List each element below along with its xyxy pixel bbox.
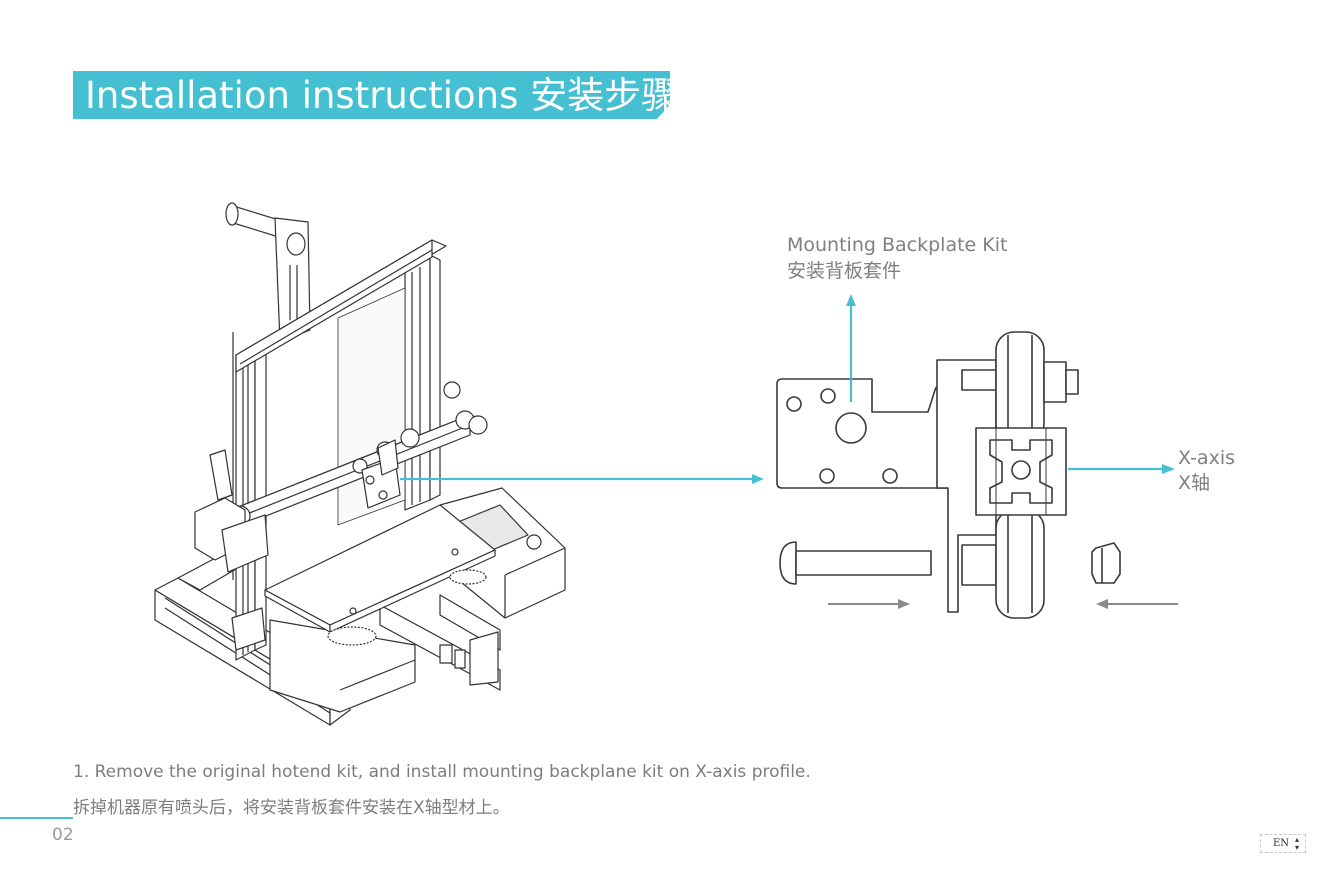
x-axis-arrow [1068,464,1175,474]
insert-arrow-left [1096,599,1178,609]
detail-assembly [776,331,1121,619]
x-axis-profile [975,427,1067,516]
printer-illustration [154,202,566,726]
x-axis-label-en: X-axis [1178,447,1235,469]
footer-accent-line [0,817,73,819]
backplate-hole [819,468,835,484]
hotend-carriage [361,439,401,509]
backplate-label-en: Mounting Backplate Kit [787,234,1008,256]
language-selector[interactable]: EN ▴▾ [1260,834,1306,853]
instruction-step-en: 1. Remove the original hotend kit, and i… [73,762,811,782]
x-axis-label-zh: X轴 [1178,472,1211,494]
backplate-label-zh: 安装背板套件 [787,260,902,282]
backplate-hole [882,468,898,484]
backplate-hole [835,412,867,444]
side-plate [936,359,997,613]
callout-pointer [400,474,764,484]
nut [1091,542,1121,584]
heat-bed [264,504,496,646]
control-box [439,487,566,619]
page-title: Installation instructions 安装步骤 [85,74,679,117]
backplate-hole [786,396,802,412]
backplate-outline [776,378,961,489]
backplate-arrow [846,294,856,402]
upper-wheel [995,331,1079,443]
chevron-up-down-icon: ▴▾ [1294,835,1299,852]
backplate-hole [820,388,836,404]
language-label: EN [1273,838,1290,849]
lower-wheel [995,509,1045,619]
page-number: 02 [52,825,74,845]
spool-holder [225,202,311,343]
bolt [779,541,932,585]
instruction-step-zh: 拆掉机器原有喷头后，将安装背板套件安装在X轴型材上。 [73,798,510,818]
title-banner [73,71,670,119]
insert-arrow-right [828,599,910,609]
z-motor [231,607,466,669]
